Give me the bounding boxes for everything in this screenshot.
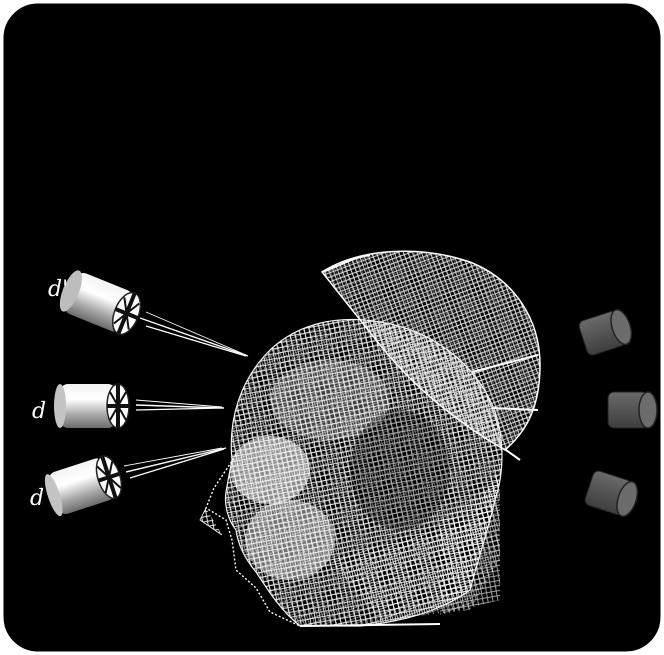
cylinder-detector-icon: [608, 392, 657, 428]
label-source-middle: d: [32, 399, 46, 424]
cylinder-source-icon: [107, 384, 129, 428]
detector-middle: [608, 392, 657, 428]
source-middle: [54, 384, 129, 428]
label-source-top: d': [48, 277, 68, 302]
label-source-bottom: d: [30, 486, 44, 511]
